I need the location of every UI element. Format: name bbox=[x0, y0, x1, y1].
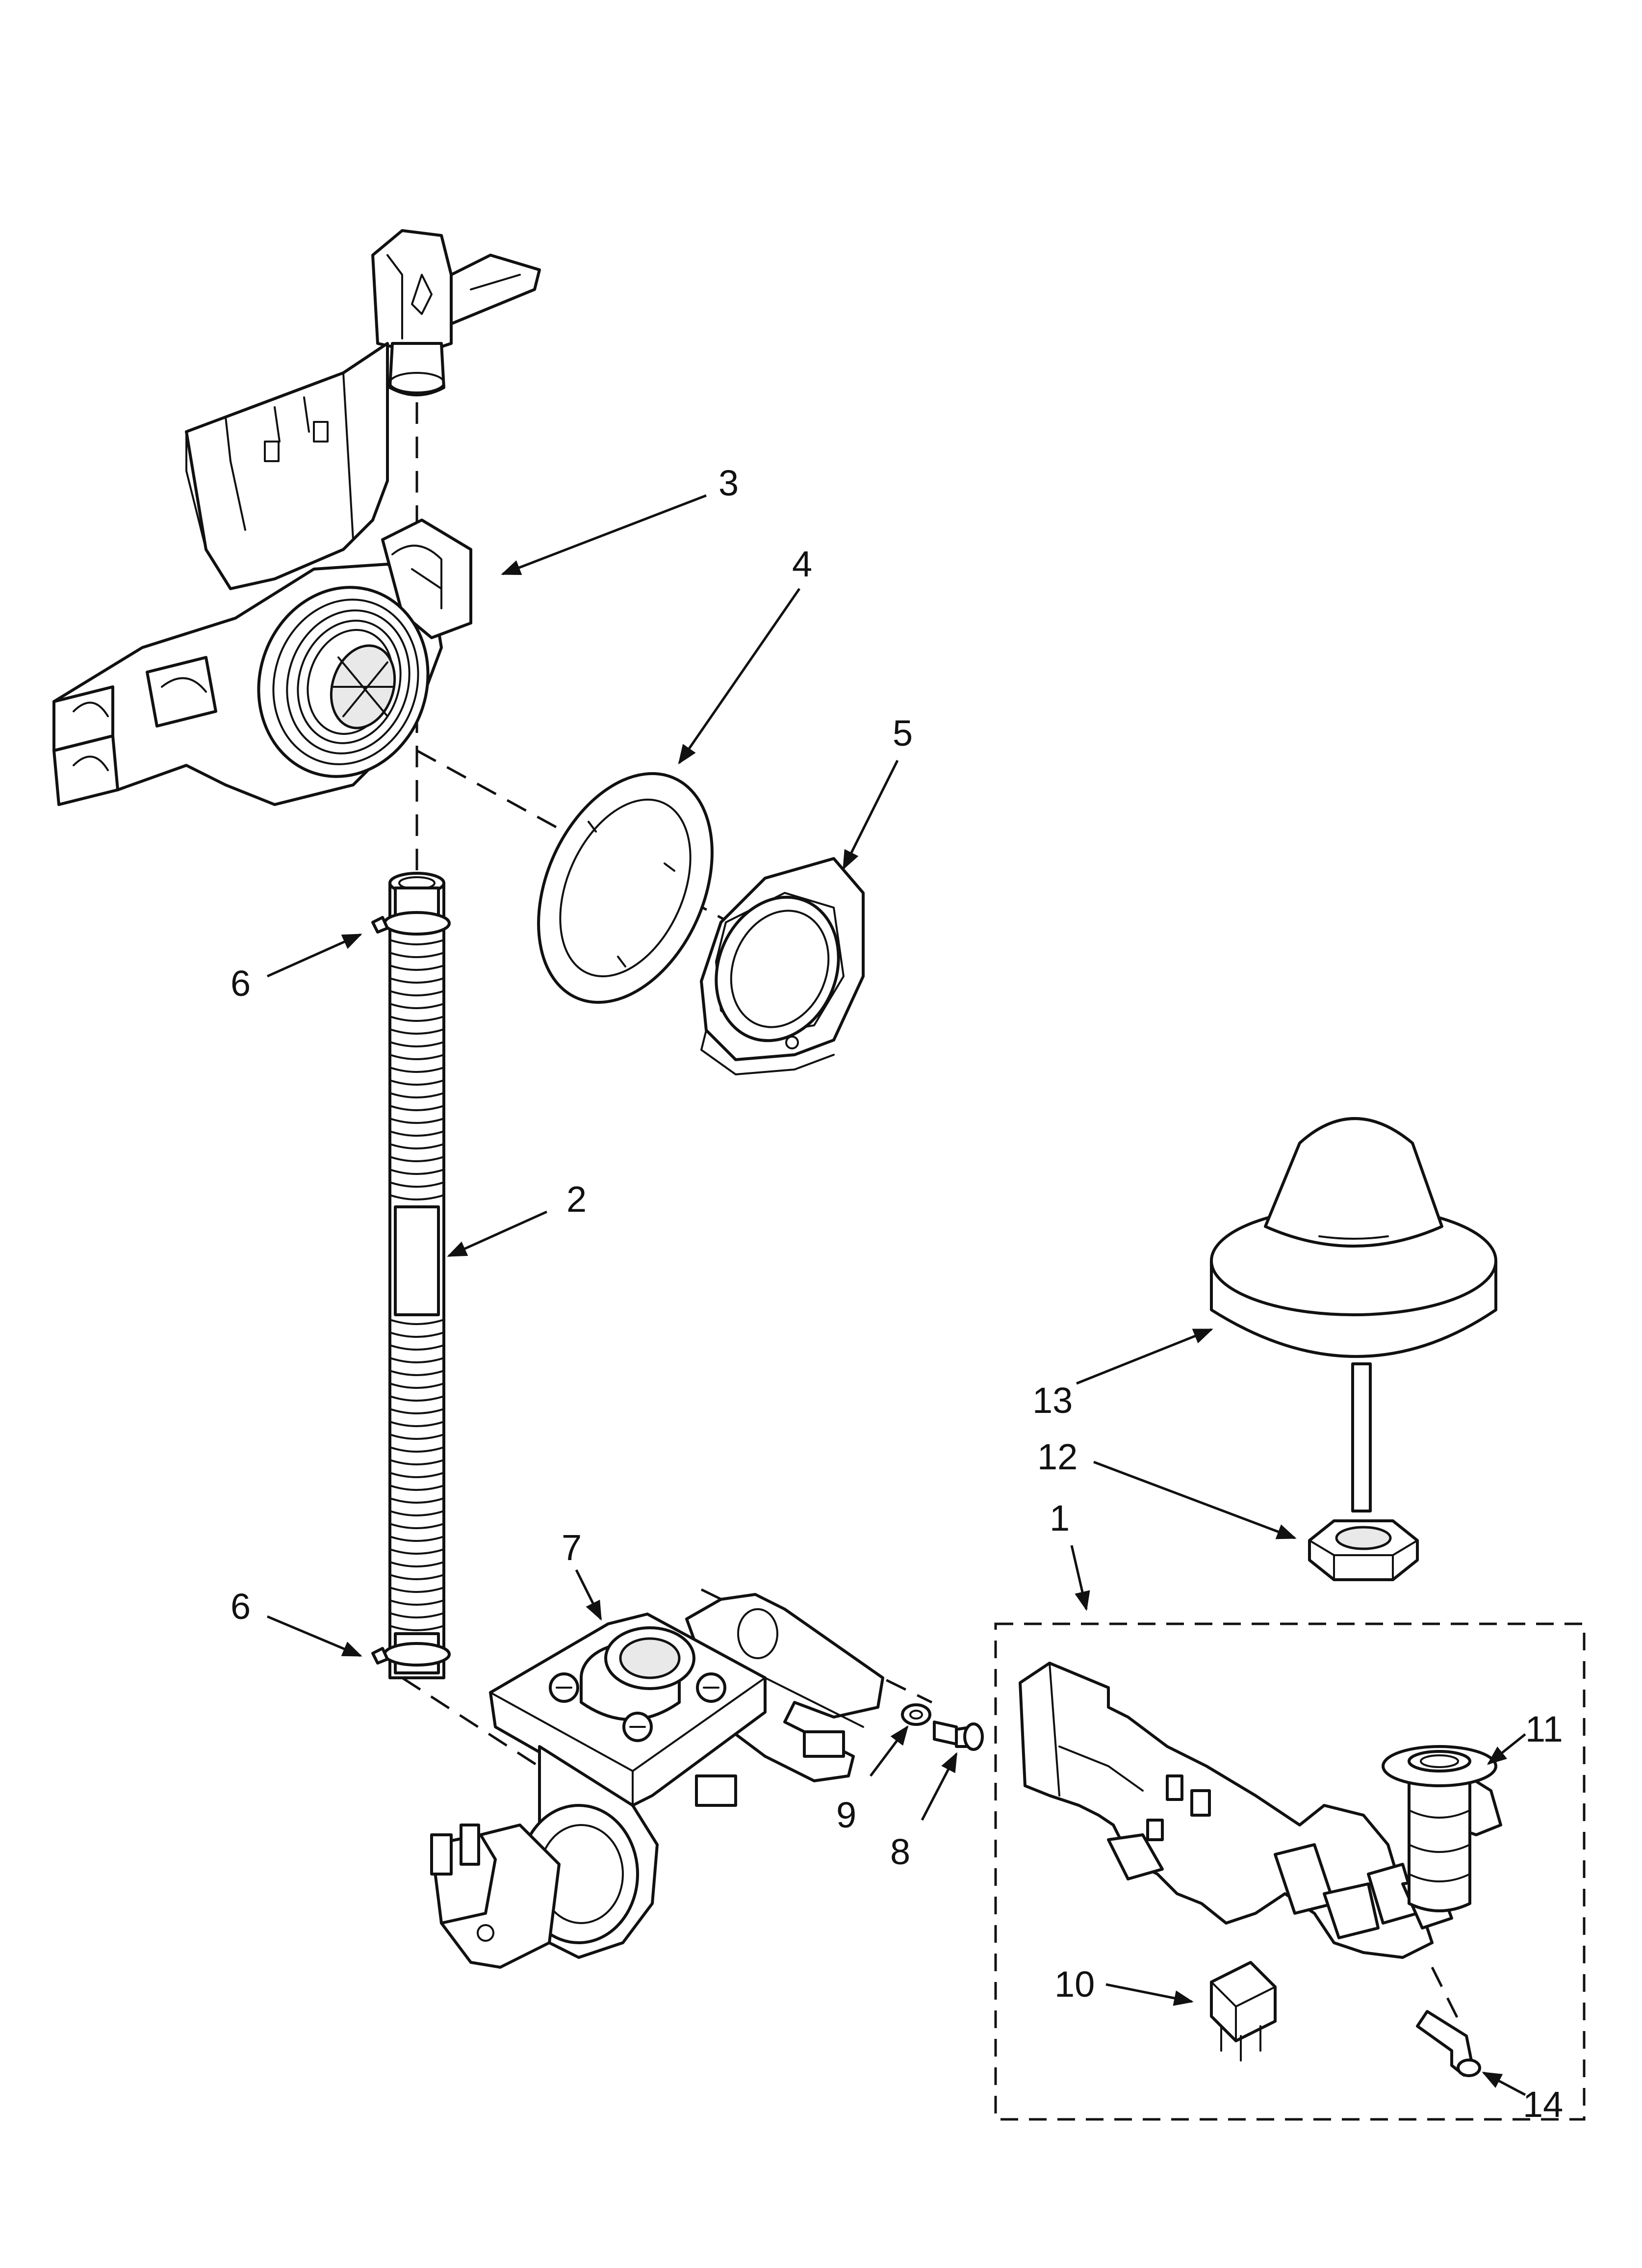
leader-11 bbox=[1487, 1733, 1526, 1765]
part-1-float-switch-assembly bbox=[994, 1622, 1586, 2121]
part-4-gasket bbox=[537, 772, 714, 1004]
hose-rib bbox=[389, 1446, 445, 1453]
callout-6-bottom: 6 bbox=[231, 1586, 251, 1627]
callout-4: 4 bbox=[792, 544, 812, 584]
hose-rib bbox=[389, 1370, 445, 1376]
leader-8 bbox=[921, 1752, 958, 1821]
hose-rib bbox=[389, 1194, 445, 1200]
hose-rib bbox=[389, 1459, 445, 1465]
hose-rib bbox=[389, 1344, 445, 1351]
leader-12 bbox=[1093, 1460, 1297, 1539]
hose-rib bbox=[389, 1156, 445, 1162]
hose-rib bbox=[389, 990, 445, 996]
hose-rib bbox=[389, 1016, 445, 1022]
hose-rib bbox=[389, 1625, 445, 1631]
hose-rib bbox=[389, 952, 445, 958]
part-14-clip bbox=[1416, 2010, 1481, 2077]
leader-6-top bbox=[266, 933, 362, 978]
hose-rib bbox=[389, 1421, 445, 1427]
part-8-screw bbox=[933, 1721, 984, 1751]
hose-rib bbox=[389, 1319, 445, 1325]
hose-rib bbox=[389, 1523, 445, 1529]
callout-1: 1 bbox=[1050, 1498, 1070, 1538]
hose-rib bbox=[389, 1181, 445, 1188]
callout-2: 2 bbox=[566, 1179, 587, 1220]
part-2-hose bbox=[388, 872, 445, 1679]
leader-13 bbox=[1076, 1328, 1213, 1385]
leader-14 bbox=[1482, 2071, 1526, 2096]
hose-rib bbox=[389, 1497, 445, 1504]
hose-rib bbox=[389, 1143, 445, 1149]
callout-13: 13 bbox=[1032, 1380, 1073, 1421]
part-3-vent-housing bbox=[52, 229, 541, 806]
callout-3: 3 bbox=[718, 463, 739, 503]
hose-rib bbox=[389, 1408, 445, 1414]
hose-rib bbox=[389, 1118, 445, 1124]
hose-rib bbox=[389, 1536, 445, 1542]
hose-rib bbox=[389, 1079, 445, 1086]
part-7-inlet-valve bbox=[430, 1593, 884, 1969]
hose-rib bbox=[389, 1041, 445, 1047]
leader-9 bbox=[870, 1725, 909, 1777]
callout-7: 7 bbox=[562, 1527, 582, 1568]
hose-rib bbox=[389, 1054, 445, 1060]
hose-rib bbox=[389, 1067, 445, 1073]
callout-9: 9 bbox=[836, 1795, 856, 1835]
hose-rib bbox=[389, 977, 445, 984]
hose-rib bbox=[389, 1510, 445, 1516]
hose-rib bbox=[389, 1472, 445, 1478]
callout-6-top: 6 bbox=[231, 963, 251, 1004]
hose-rib bbox=[389, 1169, 445, 1175]
hose-rib bbox=[389, 1587, 445, 1593]
hose-rib bbox=[389, 1612, 445, 1618]
part-6-clamp-bottom bbox=[371, 1642, 451, 1667]
part-10-switch bbox=[1210, 1961, 1277, 2061]
hose-rib bbox=[389, 1574, 445, 1580]
hose-rib bbox=[389, 1357, 445, 1363]
hose-rib bbox=[389, 1331, 445, 1338]
hose-rib bbox=[389, 1395, 445, 1402]
leader-4 bbox=[678, 588, 801, 765]
hose-rib bbox=[389, 1130, 445, 1137]
hose-rib bbox=[389, 1599, 445, 1606]
part-11-pivot bbox=[1382, 1745, 1497, 1912]
part-13-float bbox=[1210, 1117, 1497, 1512]
hose-rib bbox=[389, 1105, 445, 1111]
hose-rib bbox=[389, 1434, 445, 1440]
leader-6-bottom bbox=[267, 1615, 362, 1657]
leader-2 bbox=[447, 1210, 548, 1257]
hose-rib bbox=[389, 1003, 445, 1009]
callout-11: 11 bbox=[1525, 1709, 1563, 1749]
assembly-boundary bbox=[994, 1622, 1586, 2121]
callout-10: 10 bbox=[1054, 1964, 1095, 2005]
callout-14: 14 bbox=[1523, 2084, 1563, 2125]
hose-rib bbox=[389, 1382, 445, 1389]
hose-rib bbox=[389, 1485, 445, 1491]
hose-rib bbox=[389, 1028, 445, 1035]
leader-1 bbox=[1070, 1545, 1090, 1611]
leader-10 bbox=[1105, 1983, 1194, 2006]
callout-5: 5 bbox=[893, 713, 913, 754]
part-9-washer bbox=[901, 1703, 931, 1726]
hose-rib bbox=[389, 1092, 445, 1098]
callout-labels: 3 4 5 6 2 13 12 1 6 7 9 8 11 10 14 bbox=[231, 463, 1563, 2125]
callout-12: 12 bbox=[1037, 1436, 1078, 1477]
hose-rib bbox=[389, 965, 445, 971]
hose-rib bbox=[389, 1561, 445, 1567]
leader-5 bbox=[842, 759, 899, 870]
part-5-nut bbox=[700, 857, 865, 1075]
leader-3 bbox=[501, 494, 707, 575]
hose-rib bbox=[389, 939, 445, 945]
part-6-clamp-top bbox=[371, 911, 451, 936]
callout-8: 8 bbox=[890, 1831, 910, 1872]
leader-lines bbox=[266, 494, 1526, 2096]
hose-rib bbox=[389, 1548, 445, 1555]
part-12-hex-nut bbox=[1308, 1519, 1419, 1581]
leader-7 bbox=[575, 1569, 602, 1621]
